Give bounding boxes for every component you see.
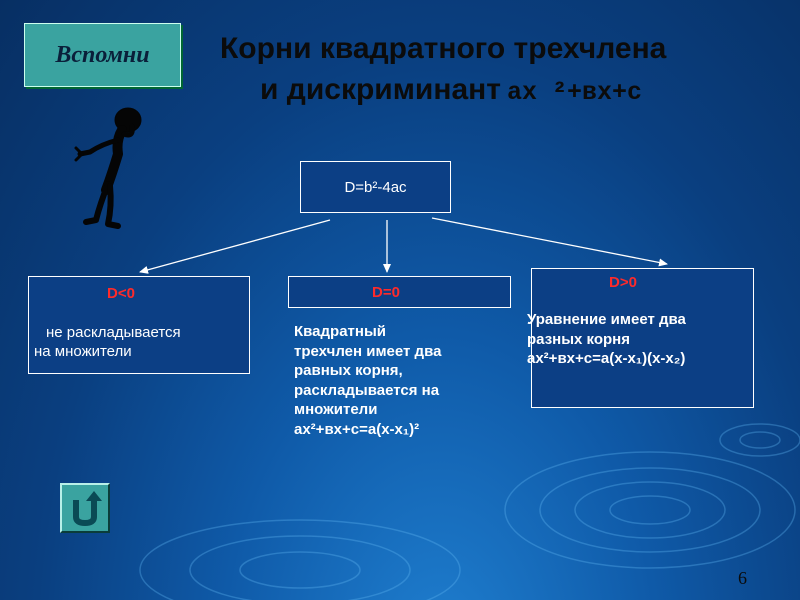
case-d-zero-line-4: раскладывается на <box>294 381 440 399</box>
case-d-positive-text: Уравнение имеет два разных корня ax²+вx+… <box>527 310 752 369</box>
back-button[interactable] <box>60 483 110 533</box>
discriminant-formula: D=b²-4ac <box>344 178 407 196</box>
case-d-positive-line-2: разных корня <box>527 330 630 348</box>
case-d-zero-line-5: множители <box>294 401 378 418</box>
arrow-to-d-negative <box>139 219 331 274</box>
case-d-zero-factorization: ax²+вx+c=a(x-x₁)² <box>294 420 420 438</box>
case-d-zero-line-3: равных корня, <box>294 362 403 379</box>
case-d-zero-label: D=0 <box>372 284 400 301</box>
case-d-zero-line-2: трехчлен имеет два <box>294 342 442 360</box>
case-d-negative-box: D<0 не раскладывается на множители <box>28 276 250 374</box>
case-d-zero-line-1: Квадратный <box>294 323 386 340</box>
case-d-positive-box: D>0 <box>531 268 754 408</box>
case-d-positive-factorization: ax²+вx+c=a(x-x₁)(x-x₂) <box>527 350 686 367</box>
title-line-1: Корни квадратного трехчлена <box>220 32 667 65</box>
page-number: 6 <box>738 568 747 588</box>
return-arrow-icon <box>73 491 102 527</box>
case-d-negative-label: D<0 <box>107 285 135 302</box>
title-formula: ax ²+вx+c <box>506 78 643 107</box>
case-d-negative-text: не раскладывается на множители <box>34 323 181 361</box>
case-d-zero-text: Квадратный трехчлен имеет два равных кор… <box>294 322 509 439</box>
case-d-positive-line-1: Уравнение имеет два <box>527 311 686 328</box>
thinking-person-icon <box>74 107 142 229</box>
remember-label: Вспомни <box>24 23 181 87</box>
case-d-negative-line-1: не раскладывается <box>46 324 181 341</box>
case-d-positive-label: D>0 <box>609 274 637 291</box>
case-d-negative-line-2: на множители <box>34 343 132 360</box>
arrow-to-d-positive <box>431 217 668 267</box>
title-line-2-text: и дискриминант <box>260 73 501 106</box>
case-d-zero-box: D=0 <box>288 276 511 308</box>
discriminant-box: D=b²-4ac <box>300 161 451 213</box>
